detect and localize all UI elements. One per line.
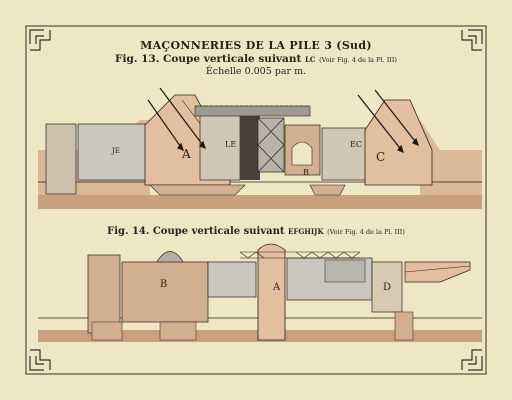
chamber-b (121, 261, 209, 323)
section-fig13 (38, 87, 482, 209)
chamber-je (77, 123, 149, 181)
corner-ornament-bottom-left (29, 349, 51, 371)
letter-c-fig13: C (376, 150, 386, 164)
conduit (404, 261, 471, 283)
girder-top (194, 105, 311, 117)
letter-ec-fig13: EC (350, 140, 362, 149)
fig14-ref: (Voir Fig. 4 de la Pl. III) (327, 228, 405, 236)
letter-b-fig13: B (303, 168, 309, 177)
force-arrows (147, 87, 419, 154)
fig13-scale: Échelle 0.005 par m. (205, 66, 307, 77)
letter-je-fig13: JE (112, 147, 120, 155)
tower-a (257, 243, 286, 341)
gallery-grey (207, 261, 257, 298)
letter-a-fig14: A (273, 282, 281, 293)
chamber-d (371, 261, 403, 313)
ground-right (420, 120, 482, 208)
letter-b-fig14: B (160, 279, 168, 290)
masonry-block-c (364, 99, 433, 186)
letter-a-fig13: A (182, 147, 191, 161)
corner-ornament-bottom-right (461, 349, 483, 371)
left-wall (45, 123, 77, 195)
fig14-line: EFGHIJK (288, 227, 324, 236)
shaft-dark (240, 110, 260, 180)
trestle (257, 117, 285, 173)
fig14-caption: Fig. 14. Coupe verticale suivant EFGHIJK… (0, 226, 512, 237)
fig13-label: Fig. 13. Coupe verticale suivant (115, 53, 302, 65)
fig13-line: LC (304, 55, 316, 64)
letter-d-fig14: D (383, 282, 392, 293)
corner-ornament-top-left (29, 29, 51, 51)
section-fig14 (38, 243, 482, 342)
fig13-caption: Fig. 13. Coupe verticale suivant LC (Voi… (0, 53, 512, 65)
chamber-ec (321, 127, 371, 181)
left-pier (87, 254, 121, 334)
fig14-label: Fig. 14. Coupe verticale suivant (107, 226, 285, 237)
fig13-ref: (Voir Fig. 4 de la Pl. III) (319, 56, 397, 64)
ground-strip (38, 195, 482, 209)
truss-lower (239, 251, 361, 259)
chamber-le (199, 114, 241, 181)
ornamental-corners (29, 29, 483, 371)
plate-title: MAÇONNERIES DE LA PILE 3 (Sud) (140, 39, 372, 52)
corner-ornament-top-right (461, 29, 483, 51)
plate-border (25, 25, 487, 375)
letter-le-fig13: LE (225, 140, 237, 149)
